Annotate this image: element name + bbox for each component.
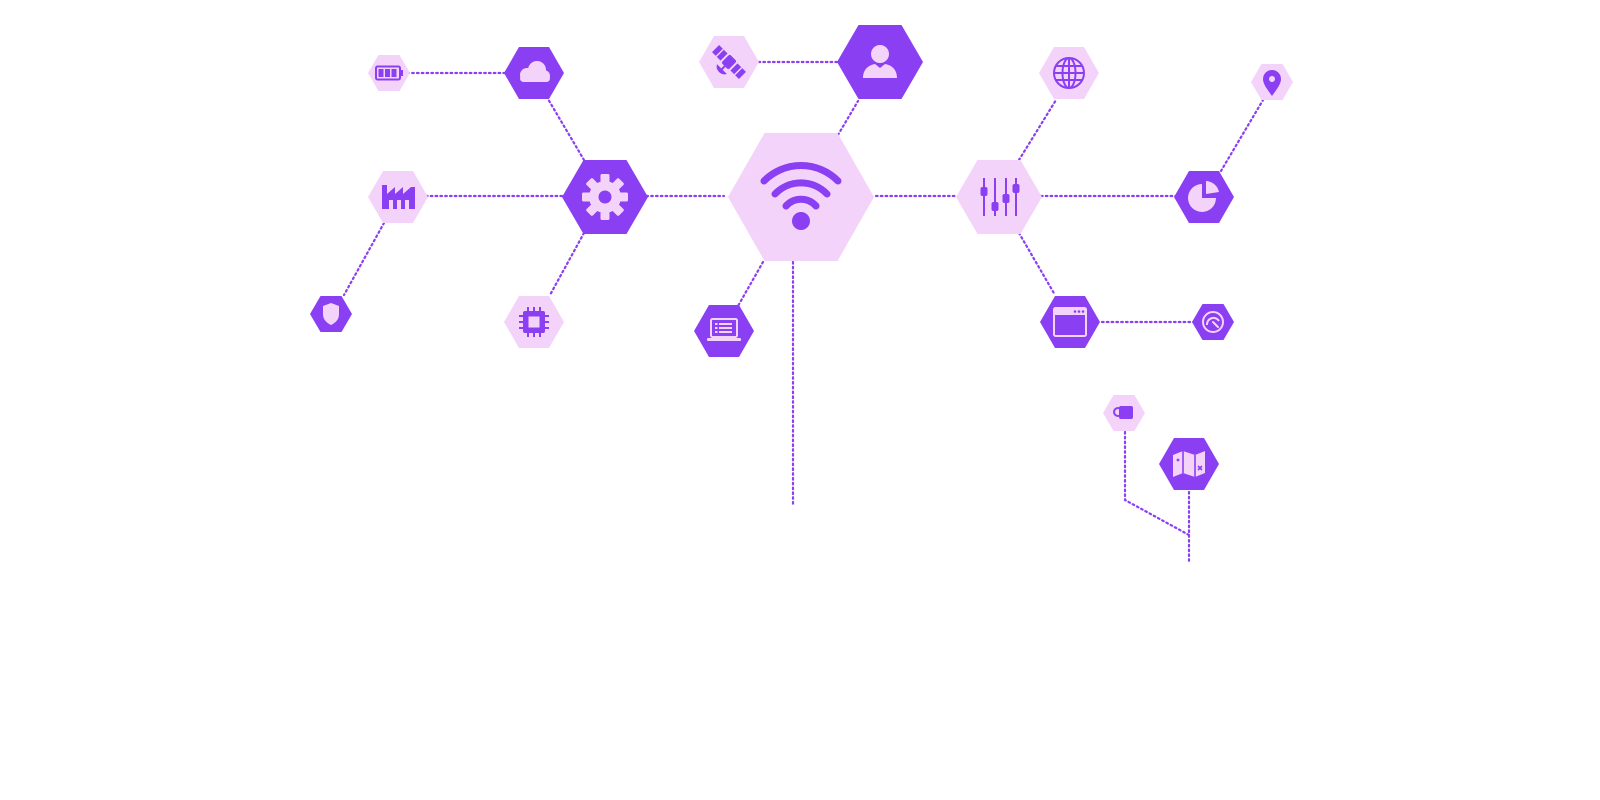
cloud-icon bbox=[520, 61, 550, 82]
battery-icon bbox=[375, 65, 403, 81]
chip-icon bbox=[519, 307, 549, 337]
wifi-icon bbox=[760, 162, 842, 230]
edge-cup-map bbox=[1123, 430, 1191, 537]
map-icon bbox=[1173, 451, 1205, 477]
node-cup bbox=[1103, 395, 1145, 431]
node-piechart bbox=[1174, 171, 1234, 223]
node-settings bbox=[562, 160, 648, 234]
node-map bbox=[1159, 438, 1219, 490]
pie-chart-icon bbox=[1188, 181, 1219, 212]
user-icon bbox=[863, 45, 897, 78]
node-user bbox=[837, 25, 923, 99]
node-browser bbox=[1040, 296, 1100, 348]
edge-piechart-location bbox=[1219, 98, 1265, 173]
edge-settings-chip bbox=[548, 231, 586, 297]
node-laptop bbox=[694, 305, 754, 357]
gear-icon bbox=[582, 174, 628, 220]
node-battery bbox=[368, 55, 410, 91]
node-wifi bbox=[728, 133, 874, 261]
node-factory bbox=[368, 171, 428, 223]
node-sliders bbox=[956, 160, 1042, 234]
hex-light bbox=[956, 160, 1042, 234]
gauge-icon bbox=[1202, 311, 1224, 333]
edge-sliders-globe bbox=[1017, 98, 1058, 162]
edges bbox=[342, 60, 1265, 565]
shield-icon bbox=[323, 303, 339, 325]
globe-icon bbox=[1053, 57, 1085, 89]
edge-factory-shield bbox=[342, 221, 386, 297]
node-shield bbox=[310, 296, 352, 332]
edge-wifi-laptop bbox=[736, 260, 765, 308]
node-globe bbox=[1039, 47, 1099, 99]
node-chip bbox=[504, 296, 564, 348]
coffee-cup-icon bbox=[1113, 406, 1133, 419]
node-cloud bbox=[504, 47, 564, 99]
location-pin-icon bbox=[1263, 70, 1281, 96]
hex-dark bbox=[1174, 171, 1234, 223]
factory-icon bbox=[382, 185, 415, 209]
node-location bbox=[1251, 64, 1293, 100]
edge-wifi-user bbox=[836, 99, 860, 137]
laptop-icon bbox=[707, 318, 741, 341]
browser-window-icon bbox=[1053, 307, 1087, 337]
edge-sliders-browser bbox=[1017, 231, 1057, 297]
node-satellite bbox=[699, 36, 759, 88]
node-gauge bbox=[1192, 304, 1234, 340]
sliders-icon bbox=[980, 178, 1020, 216]
satellite-icon bbox=[712, 45, 746, 79]
hex-dark bbox=[1040, 296, 1100, 348]
edge-settings-cloud bbox=[546, 97, 586, 162]
